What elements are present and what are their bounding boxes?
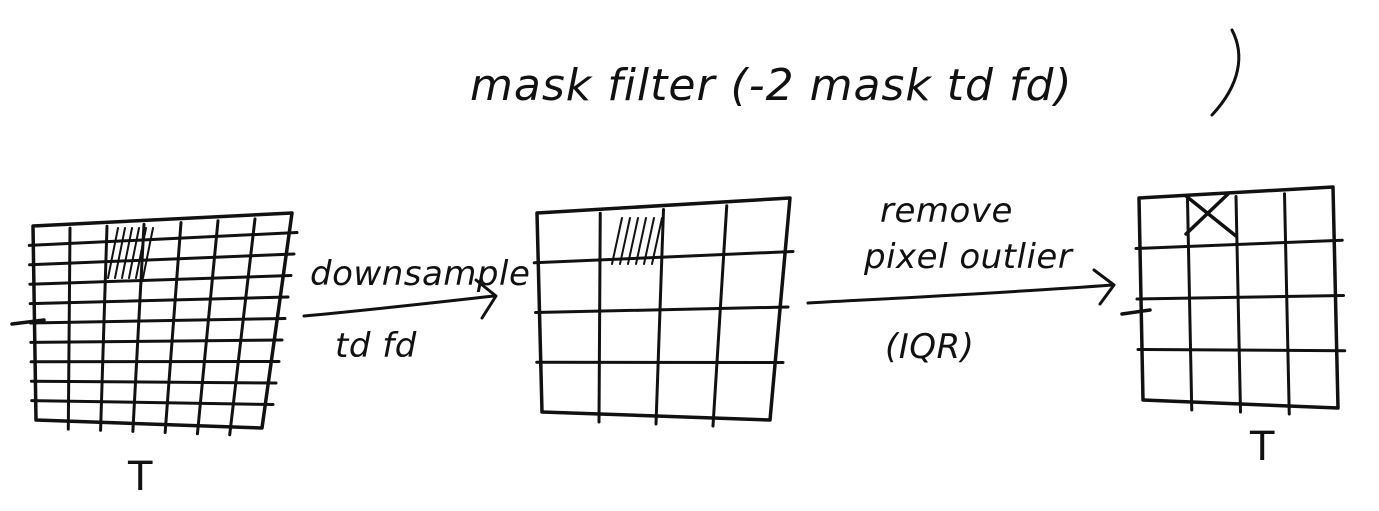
grid-right-col-line: [1186, 197, 1194, 412]
grid-left-hatch-stroke: [114, 227, 126, 279]
grid-left-border: [31, 211, 294, 430]
arrow2-head: [1092, 268, 1116, 306]
grid-mid-col-line: [654, 208, 665, 426]
grid-right-cross-stroke: [1184, 192, 1230, 236]
grid-mid-hatch-stroke: [611, 217, 623, 265]
grid-left-f-tick: [10, 318, 46, 326]
grid-mid-border: [535, 196, 792, 422]
downsample-arrow: downsample td fd: [302, 254, 530, 366]
spectrogram-grid-coarse: [532, 196, 795, 428]
grid-right-border: [1137, 185, 1340, 410]
arrow2-top-label-line2: pixel outlier: [863, 237, 1074, 277]
grid-right-row-line: [1134, 238, 1344, 250]
grid-right-cells: [1134, 192, 1347, 416]
grid-left-col-line: [228, 217, 257, 437]
arrow1-bottom-label: td fd: [335, 326, 417, 366]
grid-mid-col-line: [711, 204, 729, 428]
grid-left-hatch-stroke: [142, 227, 154, 279]
grid-mid-hatch-stroke: [651, 217, 663, 265]
grid-left-hatch-stroke: [135, 227, 147, 279]
grid-right-time-axis-label: T: [1249, 424, 1275, 470]
grid-mid-row-line: [532, 250, 795, 265]
grid-mid-hatch-stroke: [635, 217, 647, 265]
outlier-removal-arrow: remove pixel outlier (IQR): [806, 191, 1116, 367]
title-bracket: [1210, 28, 1241, 117]
grid-mid-hatch-stroke: [627, 217, 639, 265]
spectrogram-grid-fine: T: [10, 211, 299, 500]
grid-right-col-line: [1283, 192, 1291, 416]
grid-left-hatch-stroke: [107, 227, 119, 279]
grid-mid-hatched-cell: [611, 217, 663, 265]
arrow2-shaft: [806, 283, 1114, 305]
grid-left-col-line: [66, 226, 72, 431]
grid-right-row-line: [1136, 348, 1347, 353]
grid-right-f-tick: [1120, 308, 1152, 316]
diagram-title: mask filter (-2 mask td fd): [470, 60, 1073, 111]
grid-left-hatched-cell: [107, 227, 154, 279]
grid-right-removed-cell: [1184, 192, 1238, 238]
grid-left-col-line: [163, 221, 183, 435]
grid-right-row-line: [1135, 294, 1345, 301]
grid-left-hatch-stroke: [128, 227, 140, 279]
grid-mid-cells: [532, 204, 795, 428]
arrow1-shaft: [302, 294, 496, 318]
grid-mid-row-line: [534, 305, 790, 314]
grid-mid-hatch-stroke: [643, 217, 655, 265]
grid-mid-col-line: [597, 211, 602, 424]
grid-left-time-axis-label: T: [127, 454, 153, 500]
grid-right-col-line: [1234, 195, 1242, 414]
grid-left-col-line: [99, 224, 109, 432]
spectrogram-grid-filtered: T: [1120, 185, 1347, 470]
grid-right-cross-stroke: [1184, 194, 1238, 238]
arrow2-top-label-line1: remove: [880, 191, 1013, 231]
grid-left-col-line: [195, 219, 220, 436]
grid-left-hatch-stroke: [121, 227, 133, 279]
grid-left-cells: [27, 217, 299, 437]
grid-mid-hatch-stroke: [619, 217, 631, 265]
arrow1-head: [474, 278, 498, 320]
grid-left-col-line: [131, 222, 146, 433]
arrow2-bottom-label: (IQR): [885, 327, 974, 367]
arrow1-top-label: downsample: [310, 254, 530, 294]
